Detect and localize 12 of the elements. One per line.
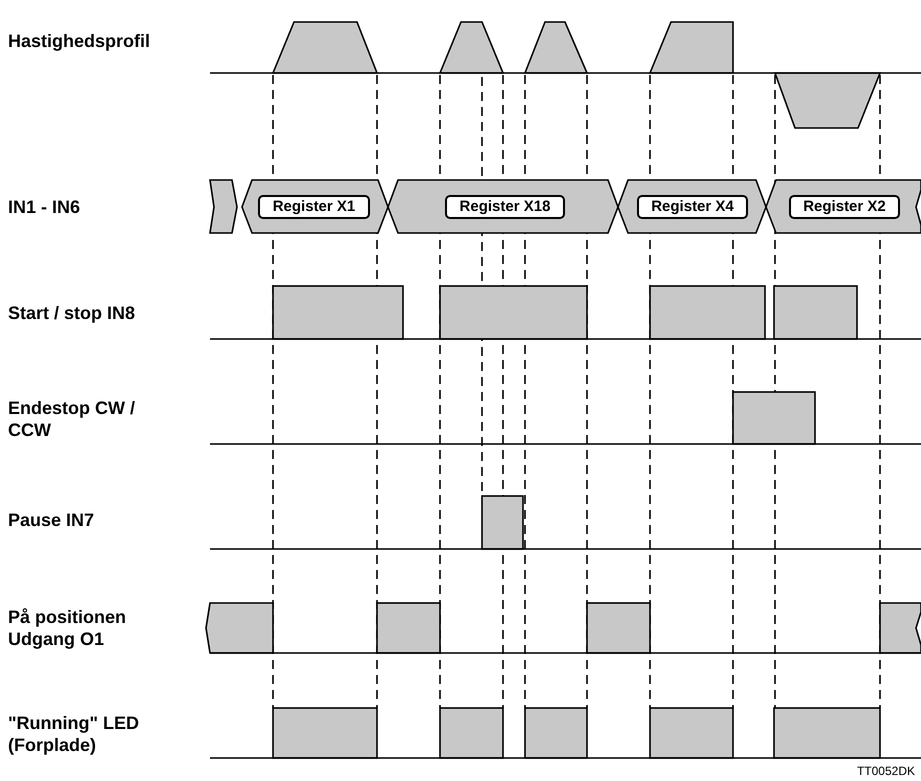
register-box: Register X4 [637,195,748,219]
signal-name: IN1 - IN6 [8,196,82,218]
register-box: Register X2 [789,195,900,219]
signal-name: Start / stop IN8 [8,302,136,324]
signal-name: Pause IN7 [8,509,96,531]
signal-name: "Running" LED (Forplade) [8,712,140,756]
figure-code: TT0052DK [856,764,915,778]
signal-name: På positionen Udgang O1 [8,606,128,650]
register-box: Register X1 [258,195,370,219]
register-box: Register X18 [445,195,565,219]
signal-name: Endestop CW / CCW [8,397,136,441]
signal-name: Hastighedsprofil [8,30,152,52]
